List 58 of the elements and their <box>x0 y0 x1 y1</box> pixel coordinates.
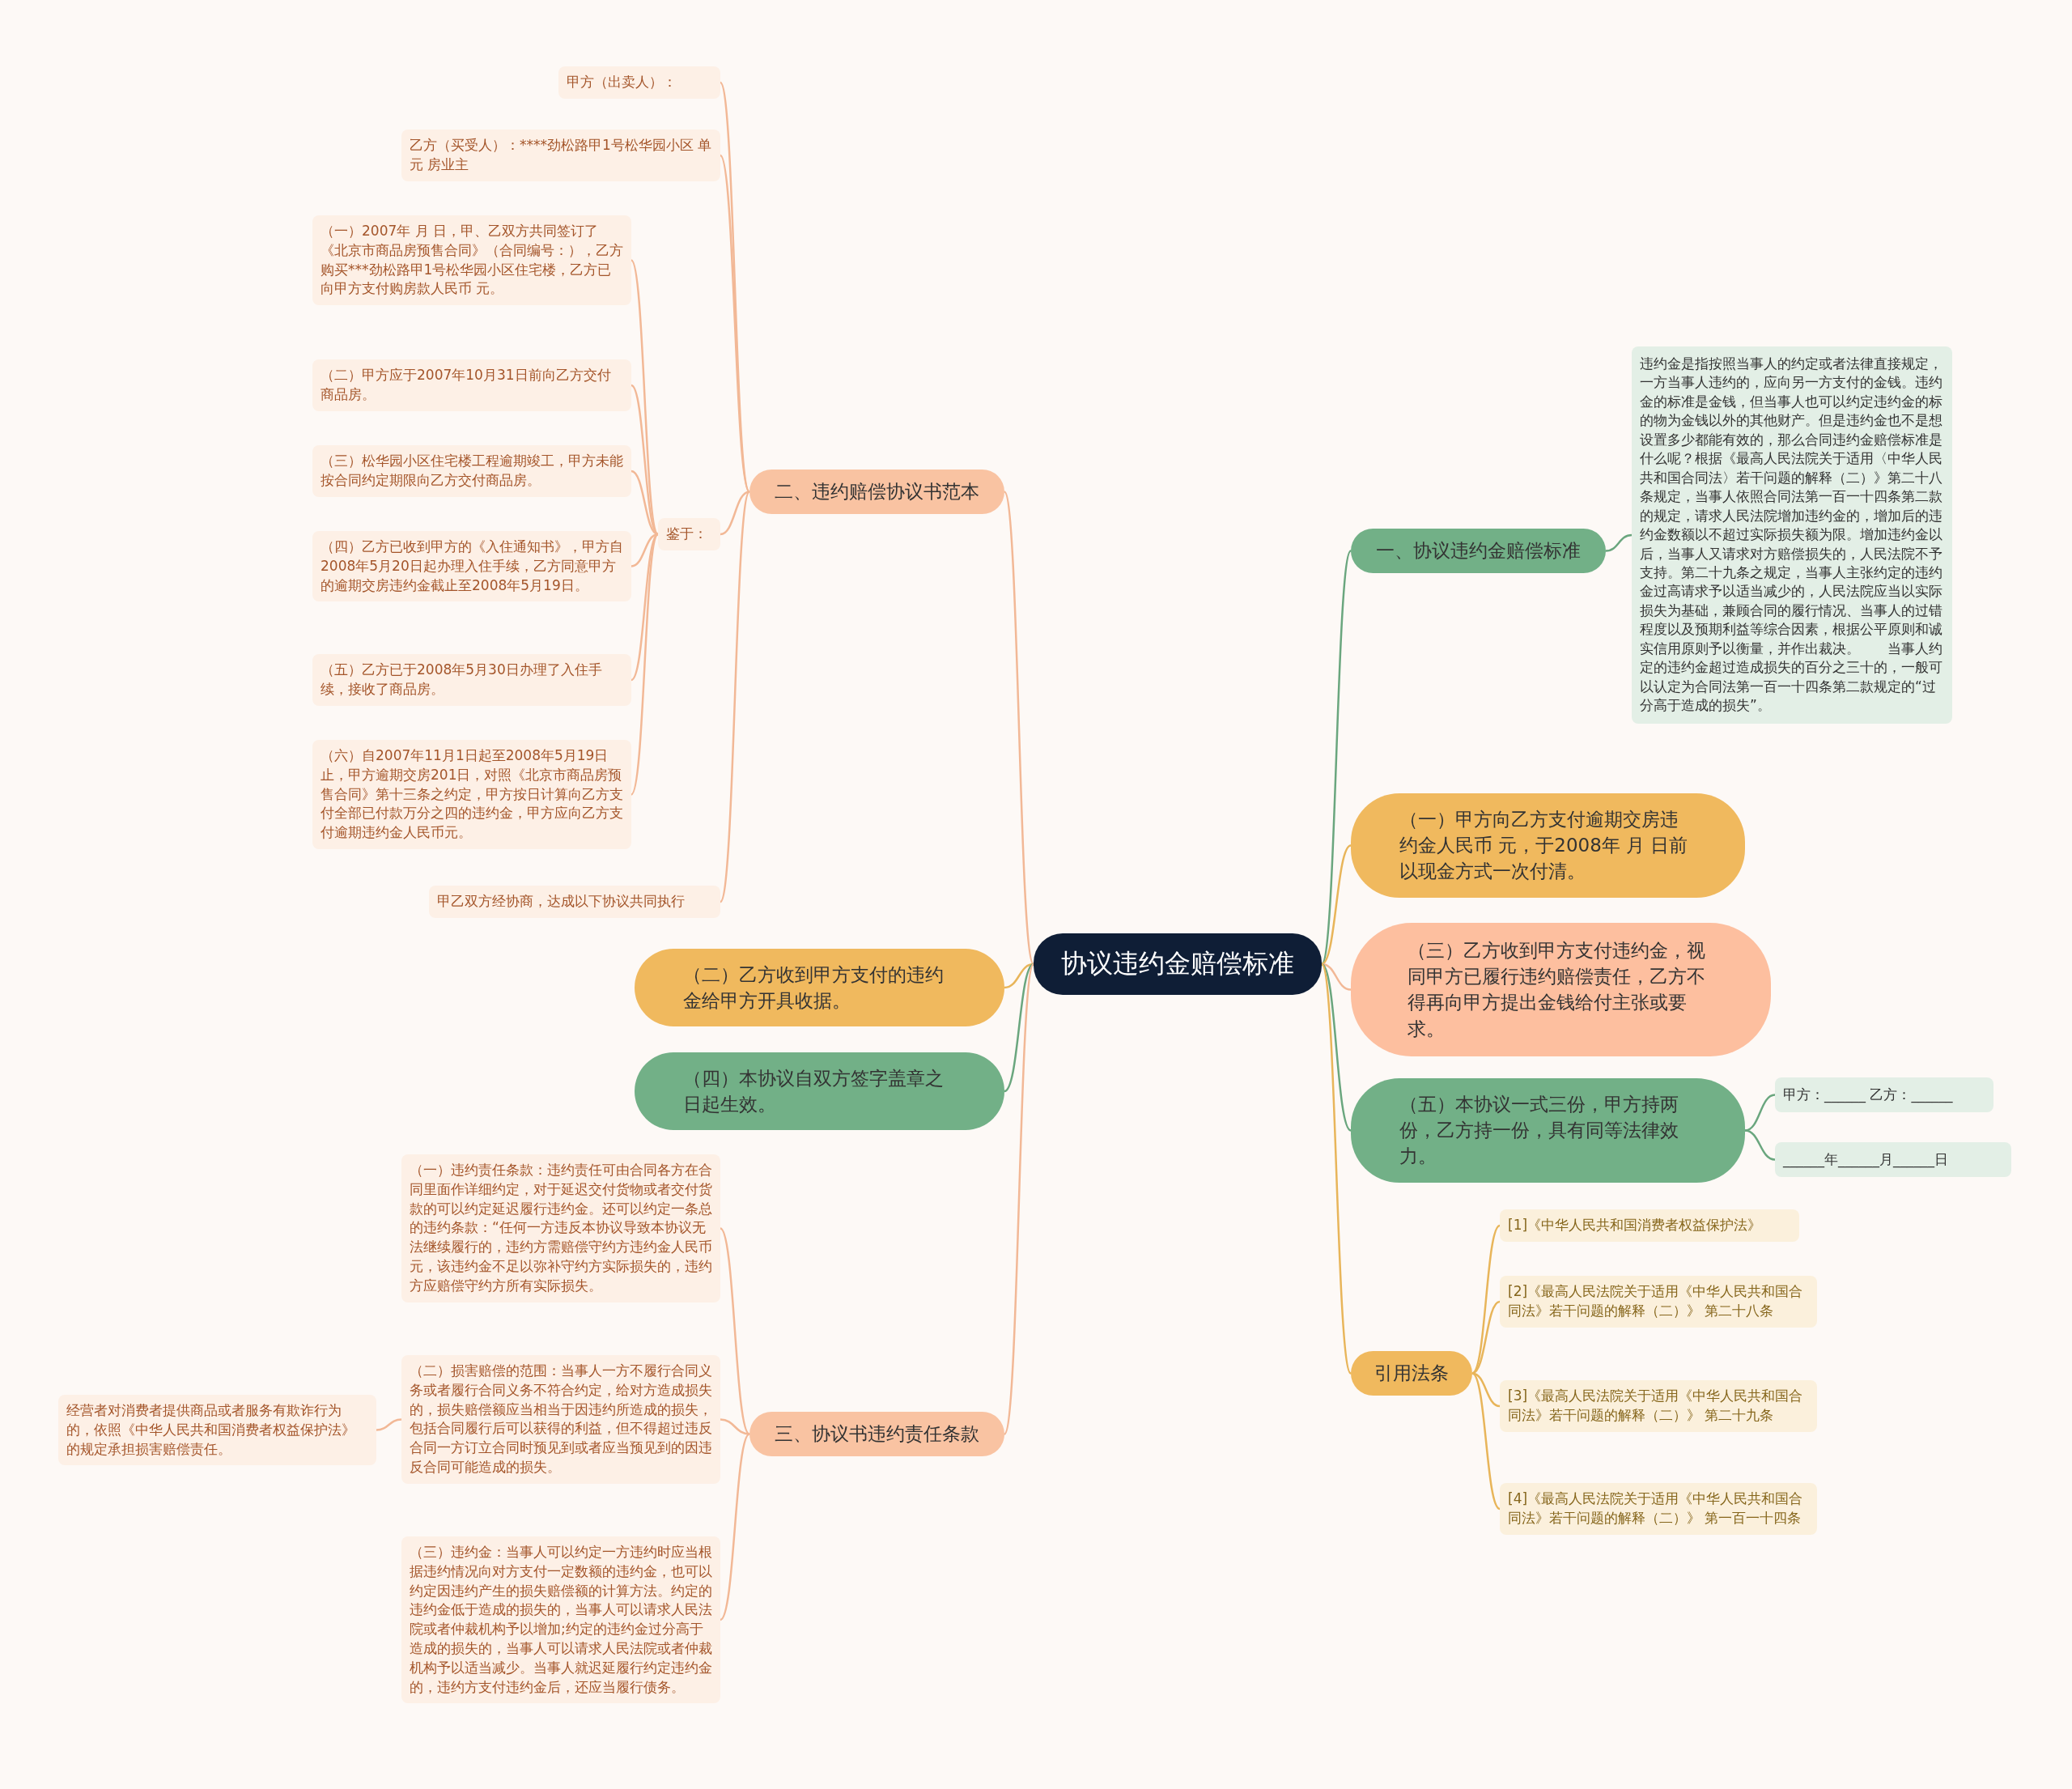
connector <box>1004 963 1034 1092</box>
connector <box>720 1433 750 1621</box>
connector <box>630 259 660 535</box>
note-card: 甲方：______ 乙方：______ <box>1775 1077 1993 1113</box>
connector <box>1471 1372 1501 1510</box>
connector <box>1321 963 1352 1132</box>
connector <box>719 491 751 903</box>
connector <box>1321 844 1352 966</box>
connector <box>1471 1300 1501 1375</box>
connector <box>720 491 750 536</box>
note-card: （三）松华园小区住宅楼工程逾期竣工，甲方未能按合同约定期限向乙方交付商品房。 <box>312 445 631 497</box>
branch-topic: 引用法条 <box>1351 1351 1472 1396</box>
note-card: （二）损害赔偿的范围：当事人一方不履行合同义务或者履行合同义务不符合约定，给对方造成损失的，损失赔偿额应当相当于因违约所造成的损失，包括合同履行后可以获得的利益，但不得超过违反合同一方订立合同时预见到或者应当预见到的因违反合同可能造成的损失。 <box>401 1355 720 1484</box>
connector <box>1004 962 1034 989</box>
note-card: （五）乙方已于2008年5月30日办理了入住手续，接收了商品房。 <box>312 654 631 706</box>
topic-card: （二）乙方收到甲方支付的违约金给甲方开具收据。 <box>635 949 1004 1027</box>
connector <box>1003 963 1035 1434</box>
connector <box>1744 1094 1776 1132</box>
note-card: 违约金是指按照当事人的约定或者法律直接规定，一方当事人违约的，应向另一方支付的金钱。违约金的标准是金钱，但当事人也可以约定违约金的标的物为金钱以外的其他财产。但是违约金也不是想设置多少都能有效的，那么合同违约金赔偿标准是什么呢？根据《最高人民法院关于适用〈中华人民共和国合同法〉若干问题的解释（二）》第二十八条规定，当事人依照合同法第一百一十四条第二款的规定，请求人民法院增加违约金的，增加后的违约金数额以不超过实际损失额为限。增加违约金以后，当事人又请求对方赔偿损失的，人民法院不予支持。第二十九条之规定，当事人主张约定的违约金过高请求予以适当减少的，人民法院应当以实际损失为基础，兼顾合同的履行情况、当事人的过错程度以及预期利益等综合因素，根据公平原则和诚实信用原则予以衡量，并作出裁决。 当事人约定的违约金超过造成损失的百分之三十的，一般可以认定为合同法第一百一十四条第二款规定的“过分高于造成的损失”。 <box>1632 346 1952 724</box>
connector <box>630 533 660 796</box>
note-card: （三）违约金：当事人可以约定一方违约时应当根据违约情况向对方支付一定数额的违约金，也可以约定因违约产生的损失赔偿额的计算方法。约定的违约金低于造成的损失的，当事人可以请求人民法院或者仲裁机构予以增加;约定的违约金过分高于造成的损失的，当事人可以请求人民法院或者仲裁机构予以适当减少。当事人就迟延履行约定违约金的，违约方支付违约金后，还应当履行债务。 <box>401 1536 720 1704</box>
note-card: 甲方（出卖人）： <box>558 66 720 99</box>
note-card: [1]《中华人民共和国消费者权益保护法》 <box>1500 1209 1799 1242</box>
topic-card: （四）本协议自双方签字盖章之日起生效。 <box>635 1052 1004 1131</box>
note-card: [4]《最高人民法院关于适用《中华人民共和国合同法》若干问题的解释（二）》 第一百一十四条 <box>1500 1483 1817 1535</box>
note-card: （二）甲方应于2007年10月31日前向乙方交付商品房。 <box>312 359 631 411</box>
note-card: [3]《最高人民法院关于适用《中华人民共和国合同法》若干问题的解释（二）》 第二十九条 <box>1500 1380 1817 1432</box>
topic-card: （一）甲方向乙方支付逾期交房违约金人民币 元，于2008年 月 日前以现金方式一次付清。 <box>1351 793 1745 898</box>
note-card: （一）2007年 月 日，甲、乙双方共同签订了《北京市商品房预售合同》（合同编号：），乙方购买***劲松路甲1号松华园小区住宅楼，乙方已向甲方支付购房款人民币 元。 <box>312 215 631 306</box>
note-card: 甲乙双方经协商，达成以下协议共同执行 <box>429 886 720 918</box>
connector <box>1320 550 1352 965</box>
connector <box>631 385 659 535</box>
note-card: （四）乙方已收到甲方的《入住通知书》，甲方自2008年5月20日起办理入住手续，乙方同意甲方的逾期交房违约金截止至2008年5月19日。 <box>312 531 631 602</box>
connector <box>720 1227 750 1435</box>
connector <box>720 1418 750 1435</box>
note-card: （六）自2007年11月1日起至2008年5月19日止，甲方逾期交房201日，对照《北京市商品房预售合同》第十三条之约定，甲方按日计算向乙方支付全部已付款万分之四的违约金，甲方应向乙方支付逾期违约金人民币元。 <box>312 740 631 849</box>
note-card: 鉴于： <box>658 518 720 550</box>
connector <box>631 533 659 681</box>
note-card: 乙方（买受人）：****劲松路甲1号松华园小区 单元 房业主 <box>401 130 720 181</box>
note-card: 经营者对消费者提供商品或者服务有欺诈行为的，依照《中华人民共和国消费者权益保护法》的规定承担损害赔偿责任。 <box>58 1395 376 1466</box>
connector <box>1321 962 1352 991</box>
branch-topic: 三、协议书违约责任条款 <box>749 1412 1004 1456</box>
connector <box>1320 963 1352 1374</box>
connector <box>1605 533 1633 552</box>
connector <box>1744 1129 1776 1161</box>
branch-topic: 二、违约赔偿协议书范本 <box>749 470 1004 514</box>
note-card: [2]《最高人民法院关于适用《中华人民共和国合同法》若干问题的解释（二）》 第二十八条 <box>1500 1276 1817 1328</box>
note-card: ______年______月______日 <box>1775 1142 2011 1178</box>
connector <box>719 82 751 492</box>
connector <box>1471 1225 1501 1375</box>
note-card: （一）违约责任条款：违约责任可由合同各方在合同里面作详细约定，对于延迟交付货物或者交付货款的可以约定延迟履行违约金。还可以约定一条总的违约条款：“任何一方违反本协议导致本协议无法继续履行的，违约方需赔偿守约方违约金人民币元，该违约金不足以弥补守约方实际损失的，违约方应赔偿守约方所有实际损失。 <box>401 1154 720 1302</box>
topic-card: （三）乙方收到甲方支付违约金，视同甲方已履行违约赔偿责任，乙方不得再向甲方提出金钱给付主张或要求。 <box>1351 923 1771 1056</box>
topic-card: （五）本协议一式三份，甲方持两份，乙方持一份，具有同等法律效力。 <box>1351 1078 1745 1183</box>
connector <box>719 155 751 493</box>
branch-topic: 一、协议违约金赔偿标准 <box>1351 529 1606 573</box>
connector <box>1003 491 1035 965</box>
central-topic: 协议违约金赔偿标准 <box>1034 933 1322 995</box>
connector <box>376 1418 402 1431</box>
